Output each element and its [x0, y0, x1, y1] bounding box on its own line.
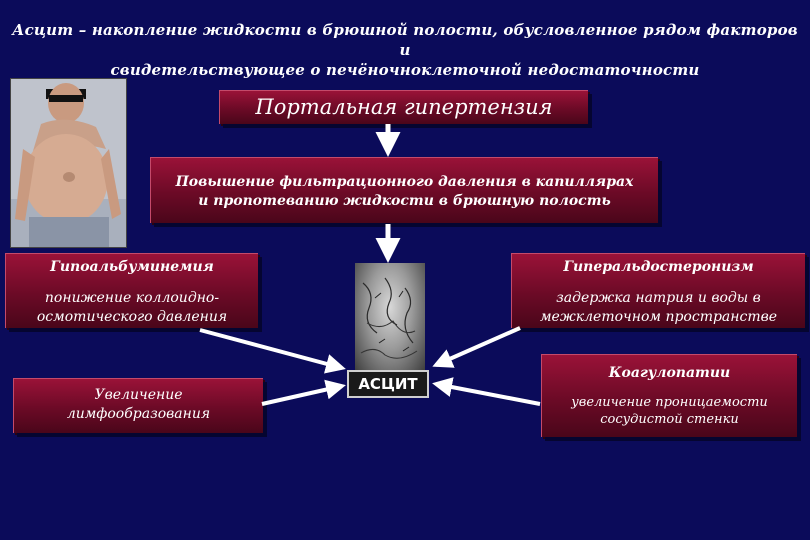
coagulopathy-line-1: увеличение проницаемости — [571, 395, 768, 410]
hypoalbuminemia-box: Гипоальбуминемия понижение коллоидно- ос… — [5, 253, 258, 328]
filtration-line-1: Повышение фильтрационного давления в кап… — [175, 174, 634, 190]
lymph-formation-box: Увеличение лимфообразования — [13, 378, 263, 433]
slide-title: Асцит – накопление жидкости в брюшной по… — [10, 20, 800, 80]
lymph-line-1: Увеличение — [94, 387, 183, 403]
hypoalbuminemia-heading: Гипоальбуминемия — [50, 259, 214, 275]
portal-hypertension-box: Портальная гипертензия — [219, 90, 588, 124]
hypoalbuminemia-line-1: понижение коллоидно- — [44, 290, 220, 306]
arrow-hypoalbuminemia-to-ascites — [199, 328, 346, 374]
coagulopathy-box: Коагулопатии увеличение проницаемости со… — [541, 354, 797, 437]
filtration-box: Повышение фильтрационного давления в кап… — [150, 157, 658, 223]
xray-texture — [360, 277, 418, 359]
ascites-xray-image — [355, 263, 425, 373]
title-line-1: Асцит – накопление жидкости в брюшной по… — [12, 21, 798, 59]
hyperaldosteronism-box: Гиперальдостеронизм задержка натрия и во… — [511, 253, 805, 328]
coagulopathy-heading: Коагулопатии — [608, 365, 731, 381]
arrow-lymph-to-ascites — [261, 379, 346, 406]
patient-photo — [10, 78, 127, 248]
arrow-hyperaldosteronism-to-ascites — [432, 326, 521, 368]
filtration-line-2: и пропотеванию жидкости в брюшную полост… — [198, 193, 611, 209]
patient-photo-illustration — [11, 79, 126, 247]
ascites-label: АСЦИТ — [347, 370, 429, 398]
hyperaldosteronism-line-2: межклеточном пространстве — [539, 309, 778, 325]
hyperaldosteronism-line-1: задержка натрия и воды в — [556, 290, 761, 306]
lymph-line-2: лимфообразования — [66, 406, 211, 422]
portal-hypertension-label: Портальная гипертензия — [255, 95, 553, 119]
arrow-coagulopathy-to-ascites — [432, 377, 541, 406]
title-line-2: свидетельствующее о печёночноклеточной н… — [110, 61, 700, 79]
coagulopathy-line-2: сосудистой стенки — [600, 412, 739, 427]
hypoalbuminemia-line-2: осмотического давления — [36, 309, 228, 325]
hyperaldosteronism-heading: Гиперальдостеронизм — [563, 259, 754, 275]
